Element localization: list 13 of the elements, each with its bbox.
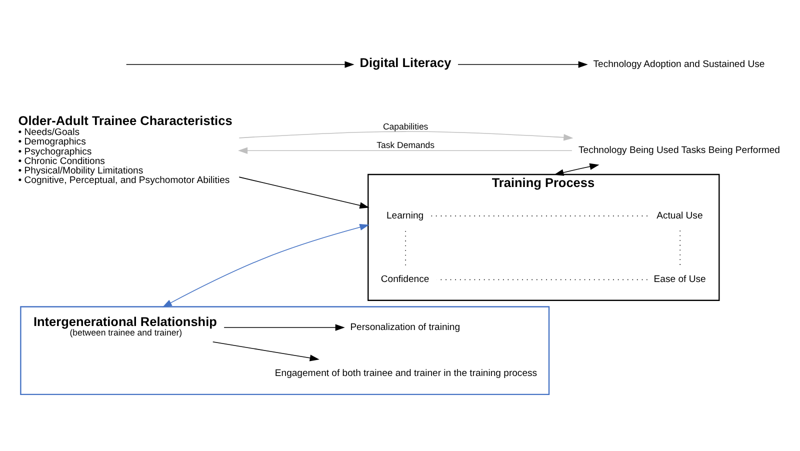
node-text: Technology Adoption and Sustained Use bbox=[593, 59, 765, 70]
node-text: Ease of Use bbox=[654, 274, 706, 286]
edge-label: Capabilities bbox=[382, 122, 428, 132]
node-text: Intergenerational Relationship (between trainee and trainer) bbox=[33, 314, 217, 338]
edge-label: Task Demands bbox=[376, 140, 435, 150]
node-text: Actual Use bbox=[656, 210, 703, 222]
node-text: Confidence bbox=[380, 274, 430, 286]
node-text: Older-Adult Trainee Characteristics • Needs/Goals • Demographics • Psychographics • Chronic Conditions • Physical/Mobility Limitations • Cognitive, Perceptual, and Psychomotor Abilities bbox=[18, 112, 232, 186]
node-text: Personalization of training bbox=[350, 322, 460, 333]
node-text: Technology Being Used Tasks Being Performed bbox=[578, 145, 780, 156]
node-text: Digital Literacy bbox=[360, 54, 452, 70]
node-text: Learning bbox=[386, 210, 424, 222]
node-text: Engagement of both trainee and trainer in the training process bbox=[274, 368, 538, 380]
